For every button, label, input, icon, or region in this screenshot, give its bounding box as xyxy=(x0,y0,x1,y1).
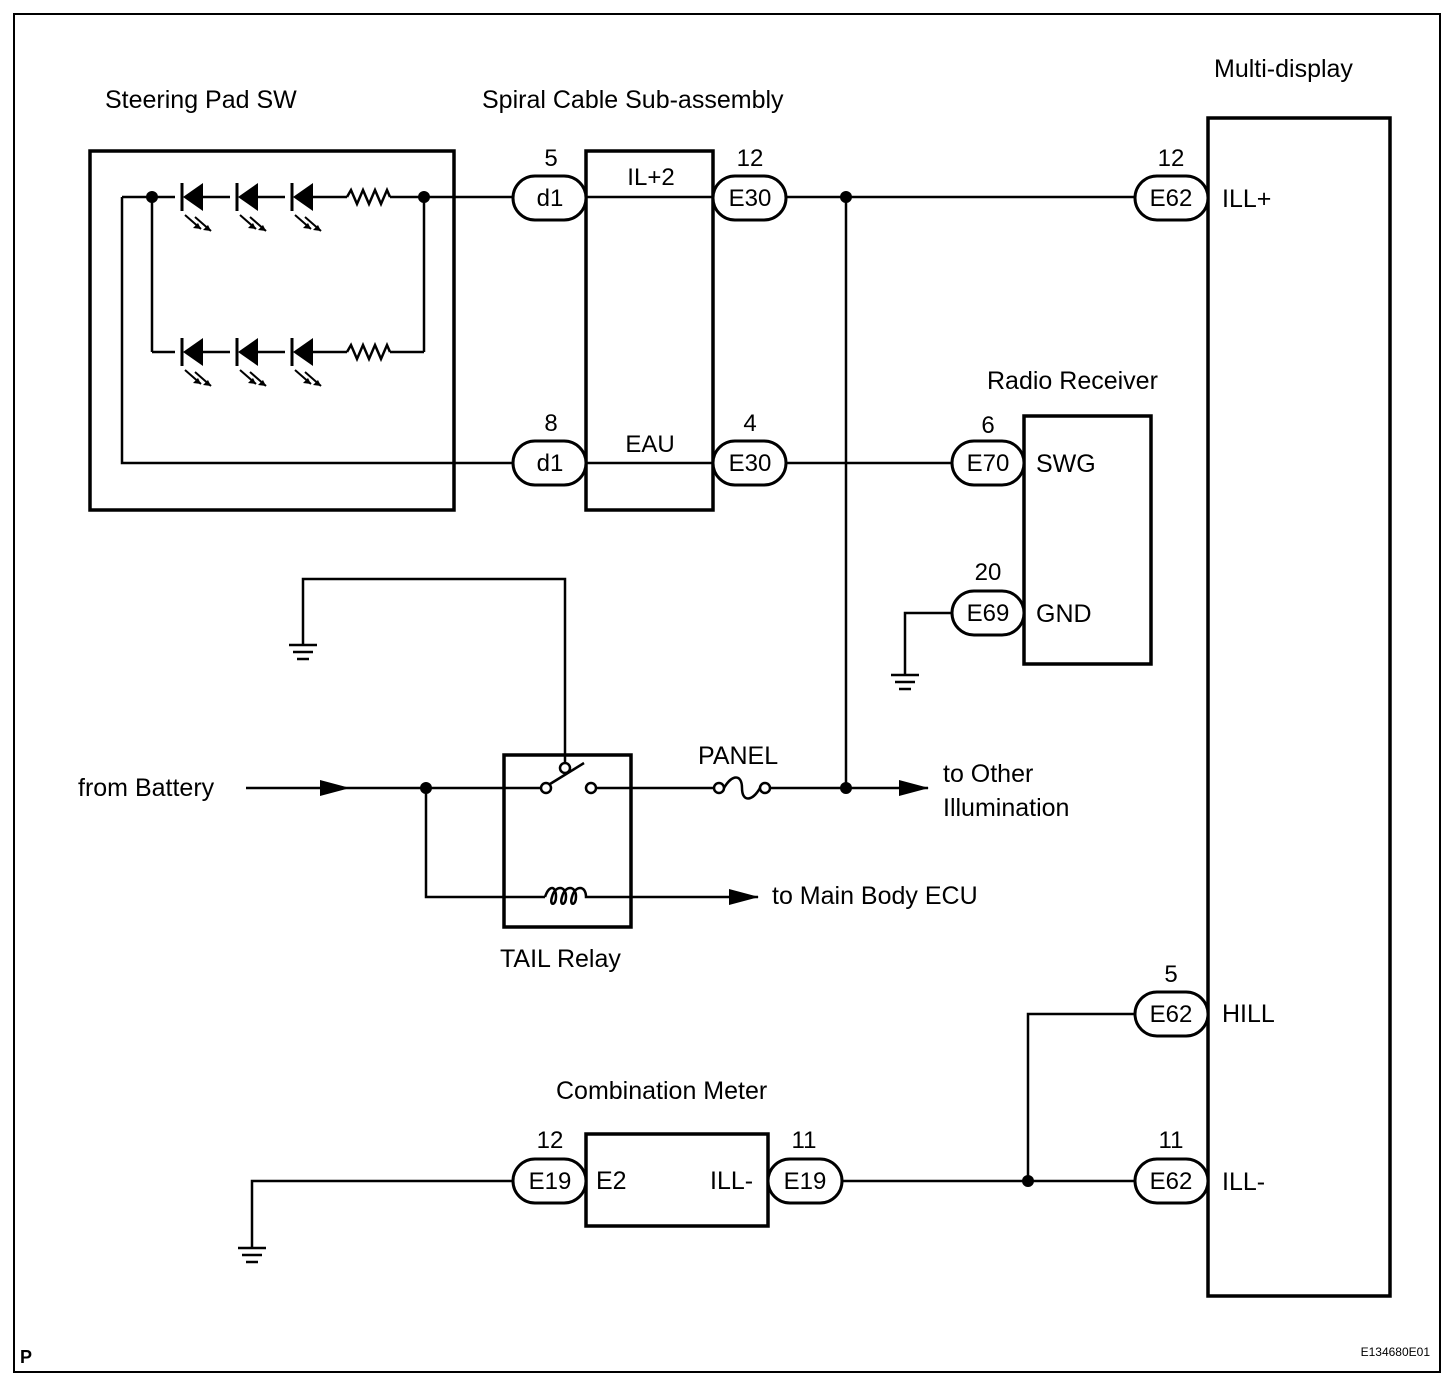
svg-text:8: 8 xyxy=(544,410,557,437)
to-other-illumination-label-2: Illumination xyxy=(943,794,1069,822)
radio-receiver-box xyxy=(1022,414,1153,666)
multi-display-title: Multi-display xyxy=(1214,55,1353,83)
relay-coil xyxy=(543,886,591,905)
svg-text:E69: E69 xyxy=(967,600,1010,627)
svg-text:5: 5 xyxy=(1164,961,1177,988)
from-battery-label: from Battery xyxy=(78,774,215,802)
svg-text:4: 4 xyxy=(743,410,756,437)
svg-text:11: 11 xyxy=(792,1127,817,1154)
ground-symbol xyxy=(238,1246,266,1264)
to-other-illumination-label: to Other xyxy=(943,760,1033,788)
terminal-ill-plus: ILL+ xyxy=(1222,185,1271,213)
to-main-body-ecu-label: to Main Body ECU xyxy=(772,882,978,910)
svg-text:5: 5 xyxy=(544,145,557,172)
connector-e62-pin12: E62 12 xyxy=(1133,145,1210,222)
panel-fuse-label: PANEL xyxy=(698,742,778,770)
ground-symbol xyxy=(289,643,317,661)
svg-text:d1: d1 xyxy=(537,450,564,477)
terminal-swg: SWG xyxy=(1036,450,1096,478)
svg-text:12: 12 xyxy=(537,1127,564,1154)
terminal-ill-minus: ILL- xyxy=(1222,1168,1265,1196)
svg-text:11: 11 xyxy=(1159,1127,1184,1154)
connector-e30-pin12: E30 12 xyxy=(711,145,788,222)
spiral-cable-title: Spiral Cable Sub-assembly xyxy=(482,86,784,114)
radio-receiver-title: Radio Receiver xyxy=(987,367,1158,395)
terminal-gnd: GND xyxy=(1036,600,1092,628)
connector-e69-pin20: E69 20 xyxy=(950,559,1026,637)
svg-text:E62: E62 xyxy=(1150,185,1193,212)
spiral-cable-box xyxy=(584,149,715,512)
corner-mark: P xyxy=(20,1347,32,1367)
combination-meter-title: Combination Meter xyxy=(556,1077,767,1105)
svg-text:E19: E19 xyxy=(529,1168,572,1195)
connector-e62-pin11: E62 11 xyxy=(1133,1127,1210,1205)
terminal-hill: HILL xyxy=(1222,1000,1275,1028)
connector-d1-pin8: d1 8 xyxy=(511,410,588,487)
svg-text:E30: E30 xyxy=(729,450,772,477)
figure-id: E134680E01 xyxy=(1361,1345,1431,1359)
svg-text:12: 12 xyxy=(737,145,764,172)
figure-frame xyxy=(13,13,1441,1373)
panel-fuse xyxy=(712,776,772,800)
relay-switch xyxy=(539,761,598,795)
steering-pad-sw-title: Steering Pad SW xyxy=(105,86,297,114)
main-wiring xyxy=(246,191,1135,1248)
svg-text:E19: E19 xyxy=(784,1168,827,1195)
svg-text:12: 12 xyxy=(1158,145,1185,172)
terminal-eau: EAU xyxy=(625,431,674,458)
tail-relay-box xyxy=(502,753,633,929)
svg-text:d1: d1 xyxy=(537,185,564,212)
connector-e19-pin11: E19 11 xyxy=(766,1127,844,1205)
terminal-il-plus2: IL+2 xyxy=(627,164,674,191)
connector-e19-pin12: E19 12 xyxy=(511,1127,588,1205)
connector-e62-pin5: E62 5 xyxy=(1133,961,1210,1038)
multi-display-box xyxy=(1206,116,1392,1298)
connector-d1-pin5: d1 5 xyxy=(511,145,588,222)
terminal-e2: E2 xyxy=(596,1167,627,1195)
svg-text:E30: E30 xyxy=(729,185,772,212)
svg-text:20: 20 xyxy=(975,559,1002,586)
led-circuit xyxy=(120,181,513,465)
tail-relay-title: TAIL Relay xyxy=(500,945,621,973)
ground-symbol xyxy=(891,673,919,691)
svg-text:6: 6 xyxy=(981,412,994,439)
steering-pad-sw-box xyxy=(88,149,456,512)
svg-text:E70: E70 xyxy=(967,450,1010,477)
connector-e30-pin4: E30 4 xyxy=(711,410,788,487)
svg-text:E62: E62 xyxy=(1150,1001,1193,1028)
svg-text:E62: E62 xyxy=(1150,1168,1193,1195)
terminal-meter-ill-minus: ILL- xyxy=(710,1167,753,1195)
connector-e70-pin6: E70 6 xyxy=(950,412,1026,487)
